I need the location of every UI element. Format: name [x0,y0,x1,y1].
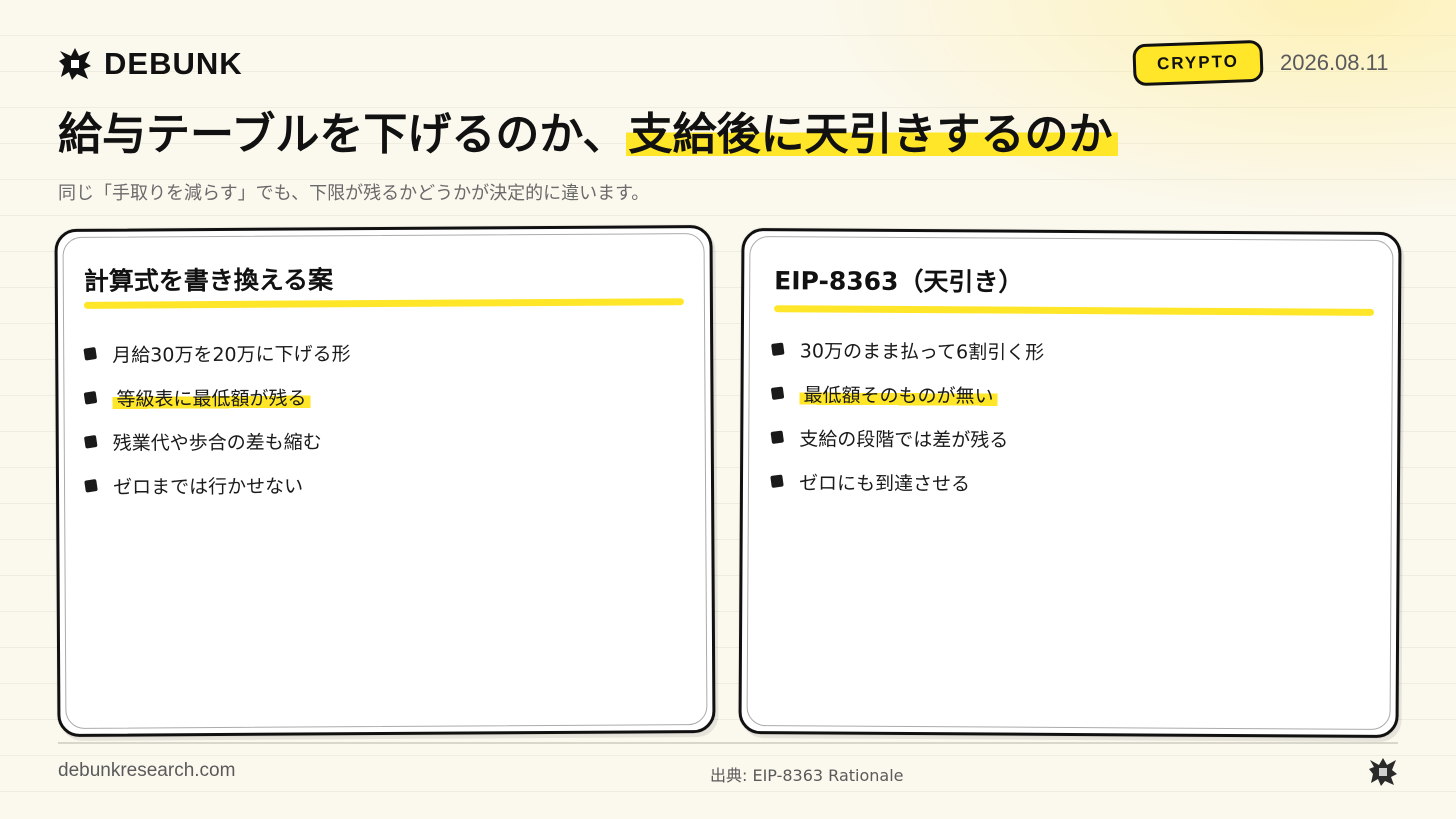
list-item-text: 30万のまま払って6割引く形 [799,339,1045,364]
site-link[interactable]: debunkresearch.com [58,760,236,781]
list-item: 残業代や歩合の差も縮む [83,418,352,464]
list-item: 等級表に最低額が残る [83,374,351,420]
list-item-text: 支給の段階では差が残る [799,427,1009,452]
card-eip-8363: EIP-8363（天引き） 30万のまま払って6割引く形 最低額そのものが無い … [738,227,1402,739]
source-citation: 出典: EIP-8363 Rationale [710,766,904,785]
title-highlight: 支給後に天引きするのか [626,109,1119,160]
bullet-icon [771,342,785,356]
list-item-text: ゼロにも到達させる [798,471,971,495]
bullet-icon [83,434,98,449]
page-subtitle: 同じ「手取りを減らす」でも、下限が残るかどうかが決定的に違います。 [58,183,650,204]
star-burst-icon [1368,757,1398,787]
title-part: 給与テーブルを下げるのか、 [58,109,627,160]
card-formula-rewrite: 計算式を書き換える案 月給30万を20万に下げる形 等級表に最低額が残る 残業代… [54,224,716,738]
publish-date: 2026.08.11 [1280,50,1389,75]
card-title: EIP-8363（天引き） [774,266,1024,297]
list-item: 30万のまま払って6割引く形 [771,327,1045,373]
list-item-text: ゼロまでは行かせない [112,475,304,499]
brand-name: DEBUNK [104,46,243,81]
category-tag[interactable]: CRYPTO [1132,39,1264,87]
list-item-text: 月給30万を20万に下げる形 [112,342,351,367]
footer-divider [58,742,1398,744]
star-burst-icon [58,47,92,81]
list-item-text-highlighted: 等級表に最低額が残る [112,382,311,412]
list-item: 月給30万を20万に下げる形 [83,330,351,376]
card-title: 計算式を書き換える案 [83,265,334,296]
list-item-text-highlighted: 最低額そのものが無い [799,379,998,409]
bullet-icon [83,346,98,361]
list-item-text: 残業代や歩合の差も縮む [112,430,322,455]
card-list: 月給30万を20万に下げる形 等級表に最低額が残る 残業代や歩合の差も縮む ゼロ… [83,330,352,508]
bullet-icon [84,478,98,493]
bullet-icon [770,430,785,444]
card-list: 30万のまま払って6割引く形 最低額そのものが無い 支給の段階では差が残る ゼロ… [770,327,1045,505]
page-title: 給与テーブルを下げるのか、支給後に天引きするのか [58,104,1119,166]
bullet-icon [770,474,784,488]
bullet-icon [770,386,785,400]
bullet-icon [83,390,98,405]
list-item: ゼロまでは行かせない [84,462,352,508]
list-item: 支給の段階では差が残る [770,415,1044,461]
list-item: ゼロにも到達させる [770,459,1044,505]
list-item: 最低額そのものが無い [770,371,1044,417]
brand[interactable]: DEBUNK [58,44,243,84]
